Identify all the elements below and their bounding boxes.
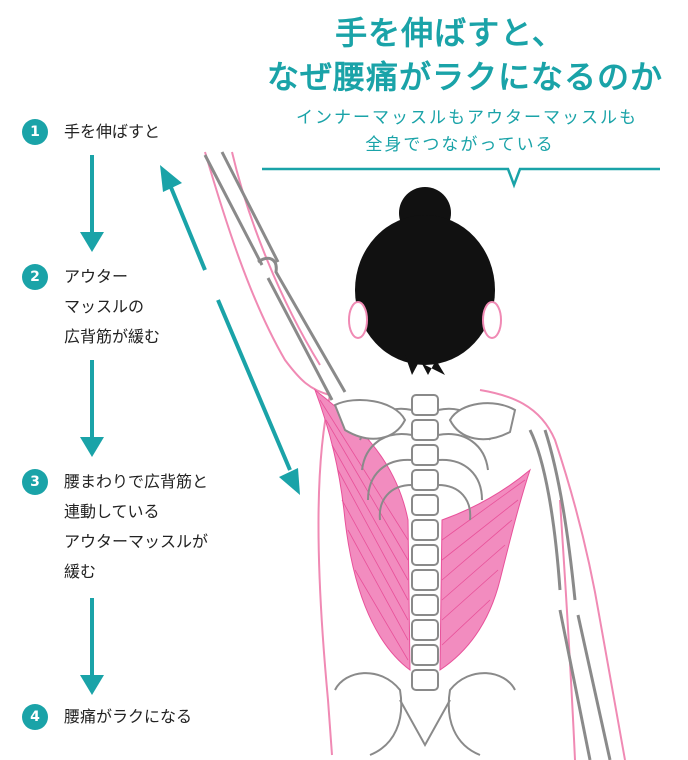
- step-2-badge: 2: [22, 264, 48, 290]
- pelvis: [334, 672, 516, 756]
- arm-bones: [203, 151, 347, 401]
- scapulae: [333, 399, 517, 441]
- head: [348, 187, 502, 375]
- spine: [411, 394, 439, 691]
- step-2-text: アウター マッスルの 広背筋が緩む: [64, 267, 161, 346]
- subtitle-line-1: インナーマッスルもアウターマッスルも: [296, 108, 638, 128]
- muscle-fibers: [319, 399, 526, 661]
- flow-arrows: [80, 155, 104, 695]
- step-4-text: 腰痛がラクになる: [64, 707, 193, 726]
- title-line-1: 手を伸ばすと、: [335, 14, 565, 52]
- right-arm-bones: [528, 429, 612, 760]
- subtitle-line-2: 全身でつながっている: [365, 135, 555, 155]
- title-line-2: なぜ腰痛がラクになるのか: [266, 58, 663, 96]
- body-outline: [204, 151, 626, 760]
- step-3-text: 腰まわりで広背筋と 連動している アウターマッスルが 緩む: [64, 472, 209, 581]
- step-3-badge: 3: [22, 469, 48, 495]
- step-1-text: 手を伸ばすと: [64, 122, 161, 141]
- step-1-badge: 1: [22, 119, 48, 145]
- heading-bubble-line: [262, 167, 660, 189]
- step-4-badge: 4: [22, 704, 48, 730]
- stretch-arrow: [160, 165, 300, 495]
